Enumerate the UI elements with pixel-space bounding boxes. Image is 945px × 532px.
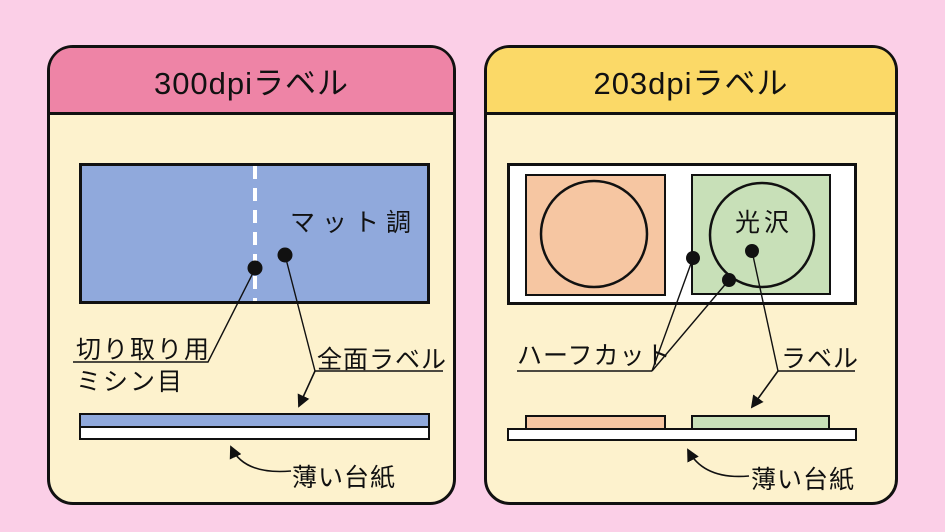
half-cut-label-orange-square — [525, 174, 666, 296]
liner-layer — [81, 428, 428, 438]
half-cut-label: ハーフカット — [517, 342, 672, 370]
left-panel-header: 300dpiラベル — [50, 48, 453, 115]
label-callout-text: ラベル — [781, 345, 860, 373]
right-panel-title: 203dpiラベル — [593, 65, 789, 101]
right-green-label-strip — [691, 415, 830, 428]
left-layer-stack-bar — [79, 413, 430, 440]
right-liner-base-bar — [507, 428, 857, 441]
matte-finish-label: マット調 — [290, 209, 419, 237]
gloss-finish-label: 光沢 — [735, 209, 794, 237]
right-panel-header: 203dpiラベル — [487, 48, 895, 115]
label-layer — [81, 415, 428, 428]
full-surface-label: 全面ラベル — [317, 346, 448, 374]
right-orange-label-strip — [525, 415, 666, 428]
thin-liner-label-left: 薄い台紙 — [292, 464, 397, 492]
perforation-label-line2: ミシン目 — [76, 368, 185, 396]
perforation-label-line1: 切り取り用 — [76, 336, 212, 364]
thin-liner-label-right: 薄い台紙 — [751, 466, 856, 494]
left-panel-title: 300dpiラベル — [153, 65, 350, 101]
